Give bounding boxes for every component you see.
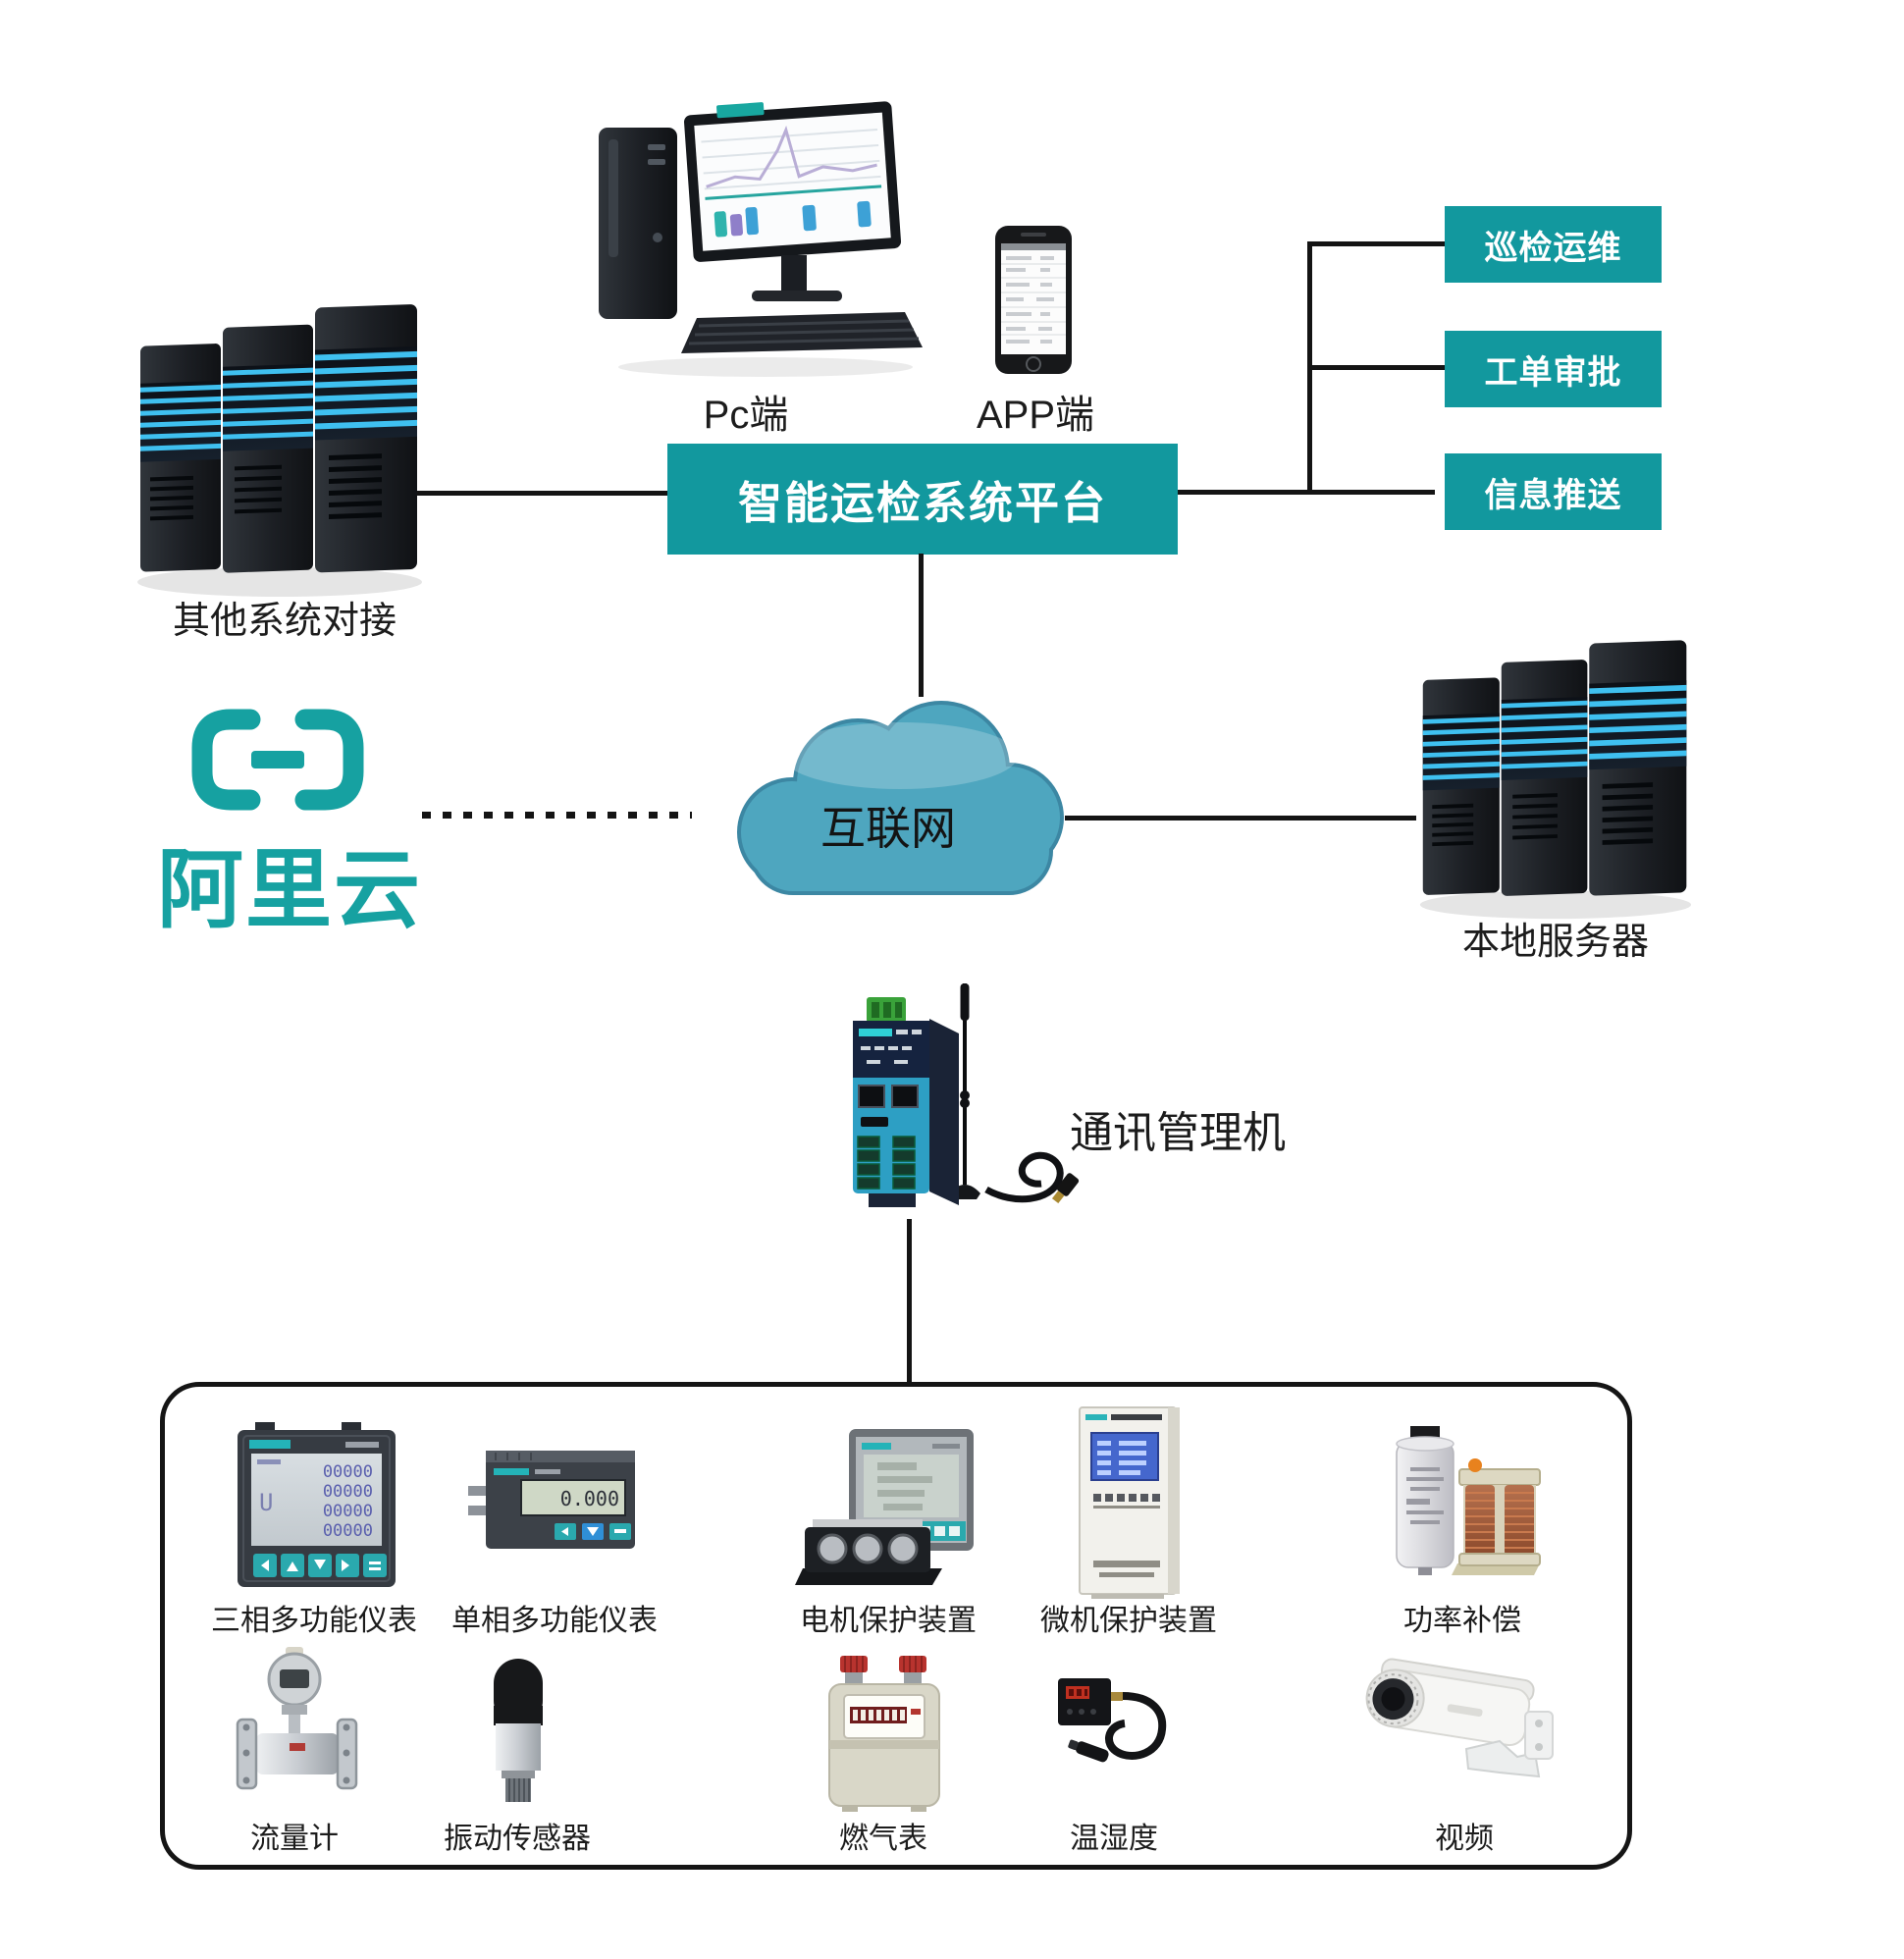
cloud-label: 互联网 [820, 803, 956, 854]
connector-banner-to-cloud [919, 554, 924, 697]
device-label-power-compensation: 功率补偿 [1403, 1605, 1521, 1637]
motor-protection-image [795, 1429, 974, 1585]
connector-branch-middle [1312, 365, 1445, 370]
device-label-gas-meter: 燃气表 [839, 1823, 927, 1855]
device-label-video: 视频 [1435, 1823, 1494, 1855]
pc-image [599, 101, 923, 377]
device-label-temp-humidity: 温湿度 [1070, 1823, 1158, 1855]
app-phone-image [995, 226, 1072, 374]
app-label: APP端 [976, 394, 1095, 437]
connector-gateway-to-devices [907, 1219, 912, 1384]
function-box-push: 信息推送 [1445, 453, 1662, 530]
connector-banner-to-functions [1178, 490, 1435, 495]
flow-meter-image [236, 1647, 358, 1790]
svg-text:00000: 00000 [323, 1482, 373, 1502]
local-server-image [1419, 640, 1692, 920]
connector-cloud-to-localserver [1065, 816, 1416, 821]
svg-text:0.000: 0.000 [560, 1487, 619, 1510]
vibration-sensor-image [494, 1659, 543, 1802]
gas-meter-image [828, 1656, 940, 1812]
single-phase-meter-image: 0.000 [468, 1451, 635, 1549]
aliyun-logo-text: 阿里云 [156, 841, 422, 938]
device-label-single-phase-meter: 单相多功能仪表 [451, 1605, 658, 1637]
gateway-image [853, 983, 1080, 1207]
platform-banner: 智能运检系统平台 [667, 444, 1178, 555]
svg-text:U: U [259, 1489, 273, 1516]
connector-functions-vertical [1307, 241, 1312, 495]
microcomputer-protection-image [1079, 1406, 1180, 1599]
internet-cloud [737, 701, 1064, 895]
aliyun-logo-icon [191, 709, 364, 811]
local-server-label: 本地服务器 [1461, 922, 1649, 963]
svg-text:00000: 00000 [323, 1462, 373, 1482]
device-label-three-phase-meter: 三相多功能仪表 [211, 1605, 417, 1637]
svg-text:00000: 00000 [323, 1521, 373, 1541]
function-box-inspection: 巡检运维 [1445, 206, 1662, 283]
connector-server-to-banner [412, 491, 667, 496]
device-label-motor-protection: 电机保护装置 [800, 1605, 977, 1637]
pc-label: Pc端 [703, 394, 789, 437]
device-label-microcomputer-protection: 微机保护装置 [1040, 1605, 1217, 1637]
other-systems-server-image [137, 304, 422, 597]
gateway-label: 通讯管理机 [1070, 1109, 1286, 1157]
device-label-flow-meter: 流量计 [250, 1823, 339, 1855]
three-phase-meter-image: U 00000 00000 00000 00000 [238, 1422, 396, 1587]
video-camera-image [1365, 1658, 1554, 1778]
svg-text:00000: 00000 [323, 1502, 373, 1521]
function-box-workorder: 工单审批 [1445, 331, 1662, 407]
connector-branch-top [1312, 241, 1445, 246]
connector-aliyun-dotted [422, 812, 692, 819]
temp-humidity-sensor-image [1058, 1678, 1167, 1763]
other-systems-label: 其他系统对接 [172, 601, 397, 642]
power-compensation-image [1396, 1426, 1541, 1575]
device-label-vibration-sensor: 振动传感器 [444, 1823, 591, 1855]
